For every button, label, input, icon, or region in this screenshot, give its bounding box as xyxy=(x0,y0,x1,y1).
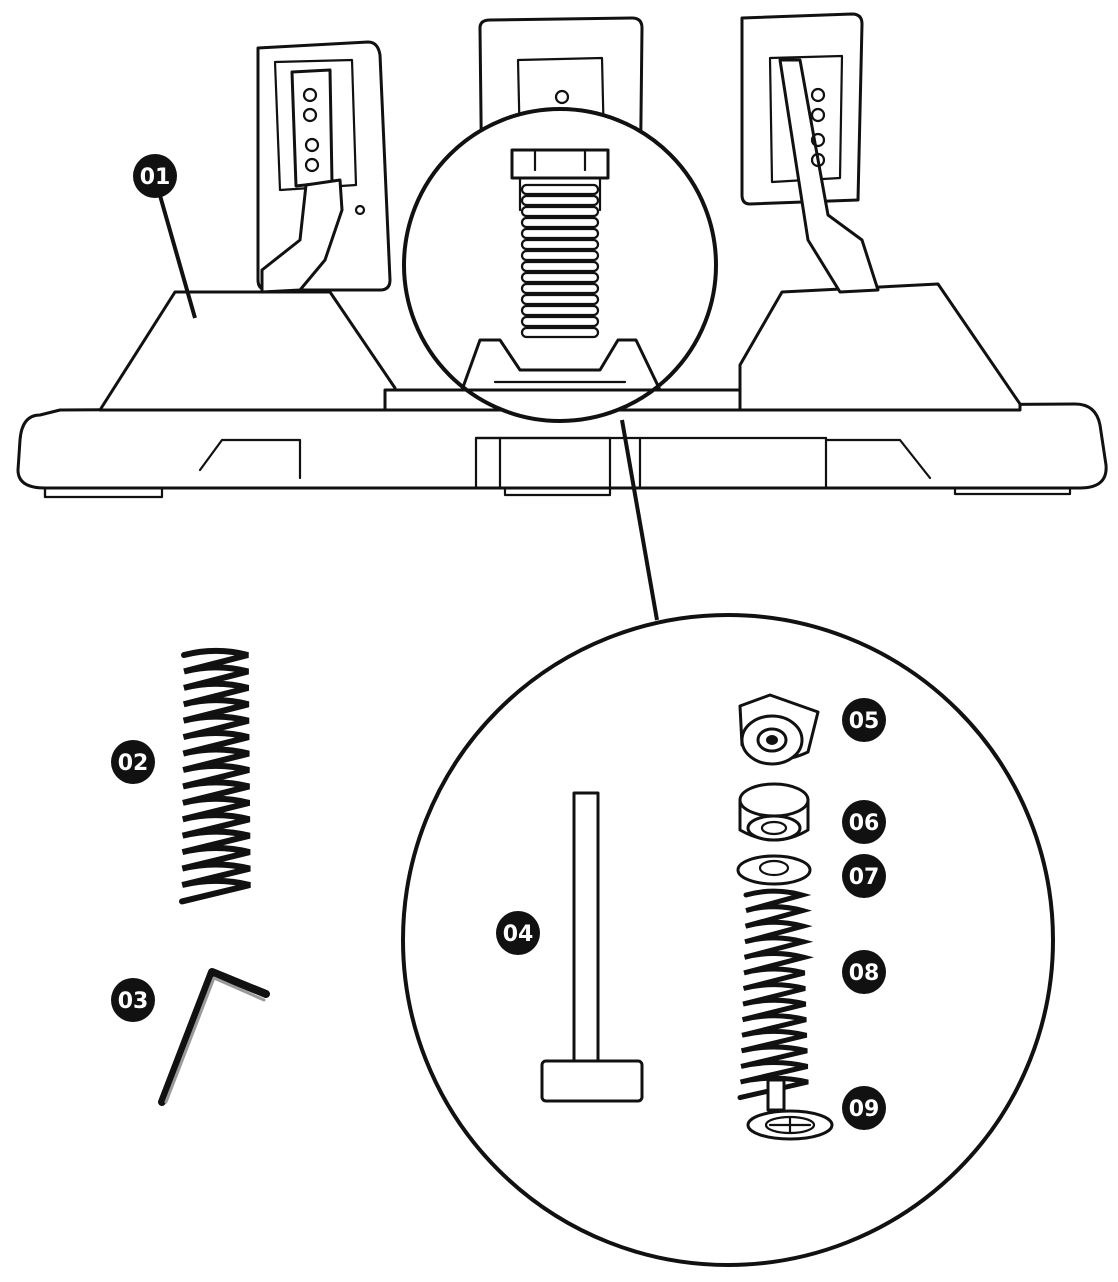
pedal-base-assembly xyxy=(16,12,1108,499)
pedal-left-bolt-4 xyxy=(304,157,320,173)
callout-labels: 01 02 03 04 05 06 07 08 09 xyxy=(111,154,886,1130)
installed-coil xyxy=(520,249,600,262)
item-06-bushing xyxy=(738,782,810,842)
spring-bottom-mount xyxy=(460,338,662,392)
callout-badge-05 xyxy=(842,698,886,742)
foot-left xyxy=(43,486,164,499)
pedal-right-bolt-4 xyxy=(810,152,826,168)
callout-badge-04 xyxy=(496,911,540,955)
item-05-cap xyxy=(738,693,820,766)
callout-06: 06 xyxy=(842,800,886,844)
callout-04: 04 xyxy=(496,911,540,955)
installed-coil xyxy=(520,271,600,284)
pedal-left-arm-top xyxy=(290,68,334,188)
pedal-left-arm xyxy=(260,178,344,294)
item-07-washer xyxy=(736,854,812,886)
housing-right xyxy=(738,282,1022,412)
callout-label-05: 05 xyxy=(849,709,880,734)
spring-08-coil xyxy=(737,888,814,1101)
leader-01 xyxy=(153,177,197,319)
callout-badge-08 xyxy=(842,950,886,994)
callout-label-08: 08 xyxy=(849,961,880,986)
callout-label-02: 02 xyxy=(118,751,149,776)
base-recess-left xyxy=(198,438,302,480)
callout-05: 05 xyxy=(842,698,886,742)
callout-badge-03 xyxy=(111,978,155,1022)
installed-coil xyxy=(520,326,600,339)
zoom-circle xyxy=(402,107,718,423)
pedal-left-pin xyxy=(354,204,366,216)
callout-badge-06 xyxy=(842,800,886,844)
housing-left xyxy=(98,290,397,412)
installed-coil xyxy=(520,282,600,295)
callout-label-04: 04 xyxy=(503,922,534,947)
pedal-right-bolt-2 xyxy=(810,107,826,123)
installed-coil xyxy=(520,216,600,229)
callout-badge-09 xyxy=(842,1086,886,1130)
installed-coil xyxy=(520,227,600,240)
callout-badge-02 xyxy=(111,740,155,784)
pedal-center-bolt-1 xyxy=(554,89,570,105)
installed-spring-coils xyxy=(520,183,600,339)
base-plate xyxy=(16,402,1108,490)
pedal-right-arm xyxy=(778,58,880,294)
installed-coil xyxy=(520,260,600,273)
item-02-spare-spring xyxy=(179,647,251,905)
callout-09: 09 xyxy=(842,1086,886,1130)
installed-coil xyxy=(520,293,600,306)
pedal-left-bolt-3 xyxy=(304,137,320,153)
detail-circle xyxy=(401,613,1055,1267)
pedal-right-bolt-3 xyxy=(810,132,826,148)
pedal-left-bolt-1 xyxy=(302,87,318,103)
pedal-spring-installed xyxy=(510,148,610,180)
callout-label-07: 07 xyxy=(849,865,880,890)
callout-label-01: 01 xyxy=(140,165,171,190)
pedal-left-inner xyxy=(273,58,358,192)
installed-coil xyxy=(520,315,600,328)
spring-02-coil xyxy=(179,647,251,905)
item-03-hex-key xyxy=(158,968,270,1106)
item-09-base-washer xyxy=(746,1078,834,1141)
foot-right xyxy=(953,486,1072,496)
callout-01: 01 xyxy=(133,154,177,198)
callout-label-06: 06 xyxy=(849,811,880,836)
pedal-left-bolt-2 xyxy=(302,107,318,123)
callout-badge-07 xyxy=(842,854,886,898)
callout-label-03: 03 xyxy=(118,989,149,1014)
installed-coil xyxy=(520,238,600,251)
zoom-leader-line xyxy=(620,419,659,621)
callout-badge-01 xyxy=(133,154,177,198)
item-04-rod xyxy=(540,791,644,1103)
callout-08: 08 xyxy=(842,950,886,994)
pedal-right-inner xyxy=(768,54,844,184)
foot-center xyxy=(503,486,612,497)
callout-03: 03 xyxy=(111,978,155,1022)
installed-coil xyxy=(520,304,600,317)
callout-07: 07 xyxy=(842,854,886,898)
callout-label-09: 09 xyxy=(849,1097,880,1122)
base-recess-right xyxy=(824,438,932,480)
installed-coil xyxy=(520,183,600,196)
callout-02: 02 xyxy=(111,740,155,784)
item-08-spring xyxy=(737,888,814,1101)
installed-coil xyxy=(520,194,600,207)
installed-coil xyxy=(520,205,600,218)
pedal-right-bolt-1 xyxy=(810,87,826,103)
